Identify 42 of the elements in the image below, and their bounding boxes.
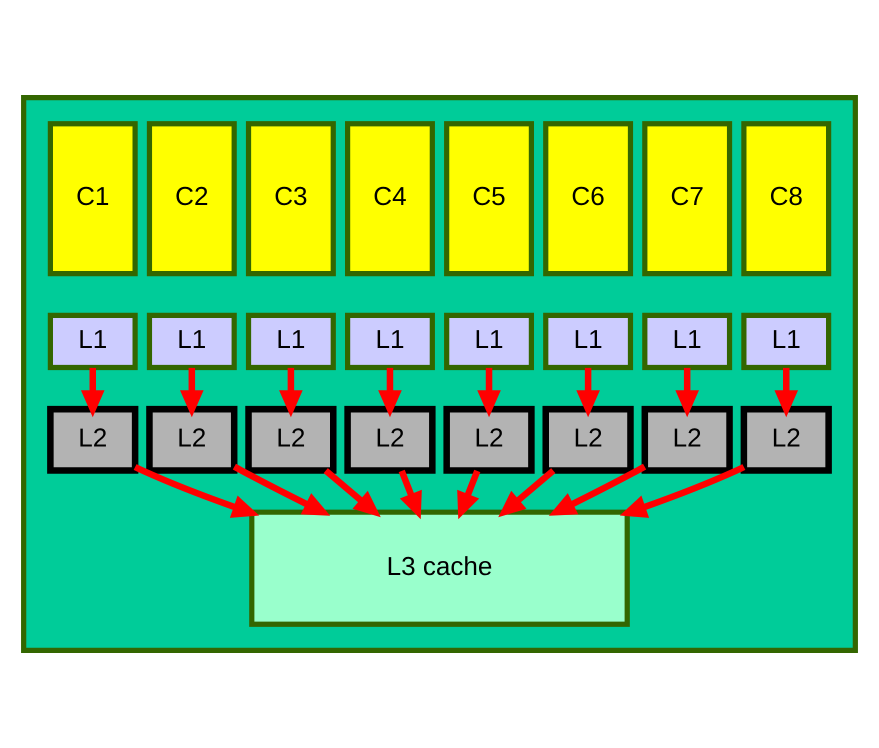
node-box: L1 — [146, 312, 237, 370]
node-box: L1 — [642, 312, 732, 370]
node-box: C6 — [543, 121, 634, 276]
arrow — [324, 468, 381, 518]
node-box: L1 — [345, 312, 435, 370]
node-box: L2 — [642, 406, 733, 474]
arrow — [576, 368, 600, 418]
arrow — [232, 464, 330, 516]
node-box: C2 — [146, 121, 237, 276]
node-box: C8 — [741, 121, 832, 276]
arrow — [774, 368, 798, 418]
node-box: L2 — [443, 406, 535, 474]
arrow — [675, 368, 699, 418]
node-box: L2 — [245, 406, 337, 474]
node-box: L2 — [47, 406, 138, 474]
arrow — [134, 464, 260, 518]
node-box: L2 — [146, 406, 238, 474]
cluster — [21, 95, 858, 653]
node-box: L3 cache — [249, 510, 630, 627]
node-box: L1 — [543, 312, 634, 370]
node-box: C3 — [246, 121, 336, 276]
node-box: L1 — [444, 312, 534, 370]
arrow — [80, 368, 105, 418]
node-box: L1 — [246, 312, 336, 370]
arrow — [620, 464, 746, 518]
arrow — [378, 368, 402, 418]
arrow — [477, 368, 501, 418]
node-box: L1 — [741, 312, 832, 370]
arrow — [279, 368, 303, 418]
node-box: C4 — [345, 121, 435, 276]
node-box: C5 — [444, 121, 534, 276]
node-box: C7 — [642, 121, 732, 276]
arrow — [457, 470, 480, 520]
node-box: L2 — [344, 406, 436, 474]
arrow — [398, 470, 422, 520]
arrow — [548, 464, 646, 516]
node-box: L2 — [542, 406, 634, 474]
node-box: L1 — [48, 312, 138, 370]
node-box: C1 — [48, 121, 138, 276]
node-box: L2 — [740, 406, 832, 474]
arrow — [498, 468, 556, 518]
arrow — [180, 368, 204, 418]
